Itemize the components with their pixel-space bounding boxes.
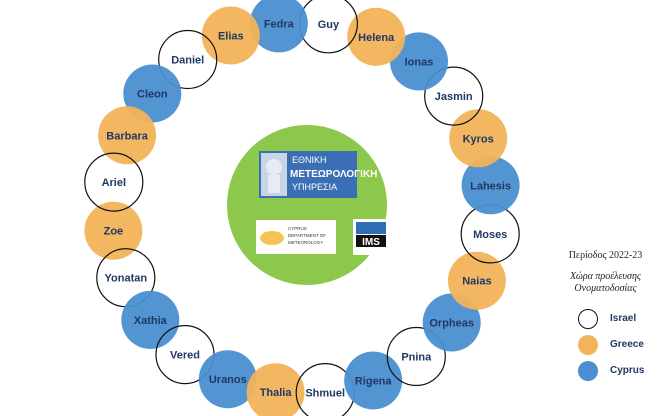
logo-main-line2: ΜΕΤΕΩΡΟΛΟΓΙΚΗ — [290, 169, 377, 180]
name-label: Yonatan — [105, 273, 148, 285]
name-circle — [84, 152, 144, 212]
name-label: Moses — [473, 229, 507, 241]
name-label: Helena — [358, 32, 395, 44]
logo-ims-text: IMS — [362, 237, 380, 248]
logo-cyprus-line3: METEOROLOGY — [288, 240, 323, 245]
legend-item-cyprus: Cyprus — [548, 361, 663, 387]
name-label: Jasmin — [435, 91, 473, 103]
name-label: Naias — [462, 276, 491, 288]
name-label: Cleon — [137, 89, 168, 101]
name-node-ariel: Ariel — [84, 152, 144, 212]
name-label: Rigena — [355, 376, 393, 388]
legend-item-israel: Israel — [548, 309, 663, 335]
naming-ring-diagram: ΕΘΝΙΚΗ ΜΕΤΕΩΡΟΛΟΓΙΚΗ ΥΠΗΡΕΣΙΑ CYPRUS DEP… — [84, 0, 520, 416]
name-node-shmuel: Shmuel — [295, 363, 355, 416]
name-circle — [344, 351, 403, 410]
name-circle — [246, 363, 305, 416]
name-circle — [158, 29, 218, 90]
logo-main-line3: ΥΠΗΡΕΣΙΑ — [292, 182, 337, 192]
name-node-rigena: Rigena — [344, 351, 403, 410]
legend-label: Cyprus — [610, 365, 645, 376]
cyprus-meteorology-logo: CYPRUS DEPARTMENT OF METEOROLOGY — [256, 220, 336, 254]
name-circle — [249, 0, 308, 53]
legend-swatch-israel — [578, 309, 598, 329]
name-circle — [424, 66, 484, 126]
name-label: Ionas — [405, 56, 434, 68]
name-circle — [422, 293, 481, 352]
name-node-cleon: Cleon — [123, 64, 182, 123]
name-label: Zoe — [104, 226, 124, 238]
legend-subtitle-line1: Χώρα προέλευσης — [570, 271, 641, 282]
name-label: Uranos — [209, 374, 247, 386]
name-circle — [84, 201, 143, 260]
name-node-jasmin: Jasmin — [424, 66, 484, 126]
name-node-lahesis: Lahesis — [461, 156, 520, 215]
name-circle — [198, 350, 257, 409]
legend-subtitle: Χώρα προέλευσης Ονοματοδοσίας — [548, 271, 663, 295]
hnms-logo: ΕΘΝΙΚΗ ΜΕΤΕΩΡΟΛΟΓΙΚΗ ΥΠΗΡΕΣΙΑ — [259, 151, 377, 198]
center-circle — [227, 125, 387, 285]
name-node-pnina: Pnina — [386, 326, 446, 387]
name-label: Barbara — [106, 130, 148, 142]
name-label: Daniel — [171, 55, 204, 67]
name-circle — [447, 251, 506, 310]
name-node-helena: Helena — [347, 7, 406, 66]
logo-cyprus-line2: DEPARTMENT OF — [288, 233, 326, 238]
legend-swatch-cyprus — [578, 361, 598, 381]
logo-main-line1: ΕΘΝΙΚΗ — [292, 155, 327, 165]
name-label: Lahesis — [470, 180, 511, 192]
name-circle — [390, 32, 448, 91]
logo-cyprus-line1: CYPRUS — [288, 226, 307, 231]
name-node-zoe: Zoe — [84, 201, 143, 260]
name-node-thalia: Thalia — [246, 363, 305, 416]
name-label: Vered — [170, 350, 200, 362]
name-label: Fedra — [264, 18, 295, 30]
ims-logo: IMS — [353, 219, 389, 255]
name-node-guy: Guy — [298, 0, 358, 54]
name-node-orpheas: Orpheas — [422, 293, 481, 352]
name-circle — [201, 6, 260, 65]
name-node-fedra: Fedra — [249, 0, 308, 53]
name-node-daniel: Daniel — [158, 29, 218, 90]
name-node-uranos: Uranos — [198, 350, 257, 409]
legend-label: Israel — [610, 313, 637, 324]
name-node-barbara: Barbara — [98, 106, 157, 165]
name-label: Xathia — [134, 315, 168, 327]
name-label: Shmuel — [305, 388, 345, 400]
name-label: Pnina — [401, 352, 432, 364]
name-label: Elias — [218, 31, 244, 43]
name-circle — [461, 156, 520, 215]
name-circle — [347, 7, 406, 66]
name-node-elias: Elias — [201, 6, 260, 65]
legend-swatch-greece — [578, 335, 598, 355]
legend-period: Περίοδος 2022-23 — [568, 250, 643, 261]
legend-item-greece: Greece — [548, 335, 663, 361]
name-node-ionas: Ionas — [390, 32, 448, 91]
legend-label: Greece — [610, 339, 644, 350]
name-label: Kyros — [463, 133, 494, 145]
name-label: Orpheas — [429, 318, 474, 330]
name-label: Guy — [318, 19, 340, 31]
name-circle — [123, 64, 182, 123]
name-circle — [98, 106, 157, 165]
name-label: Ariel — [102, 177, 126, 189]
legend: Περίοδος 2022-23 Χώρα προέλευσης Ονοματο… — [548, 250, 663, 387]
name-node-naias: Naias — [447, 251, 506, 310]
name-circle — [386, 326, 446, 387]
legend-subtitle-line2: Ονοματοδοσίας — [574, 283, 637, 294]
name-label: Thalia — [260, 387, 293, 399]
